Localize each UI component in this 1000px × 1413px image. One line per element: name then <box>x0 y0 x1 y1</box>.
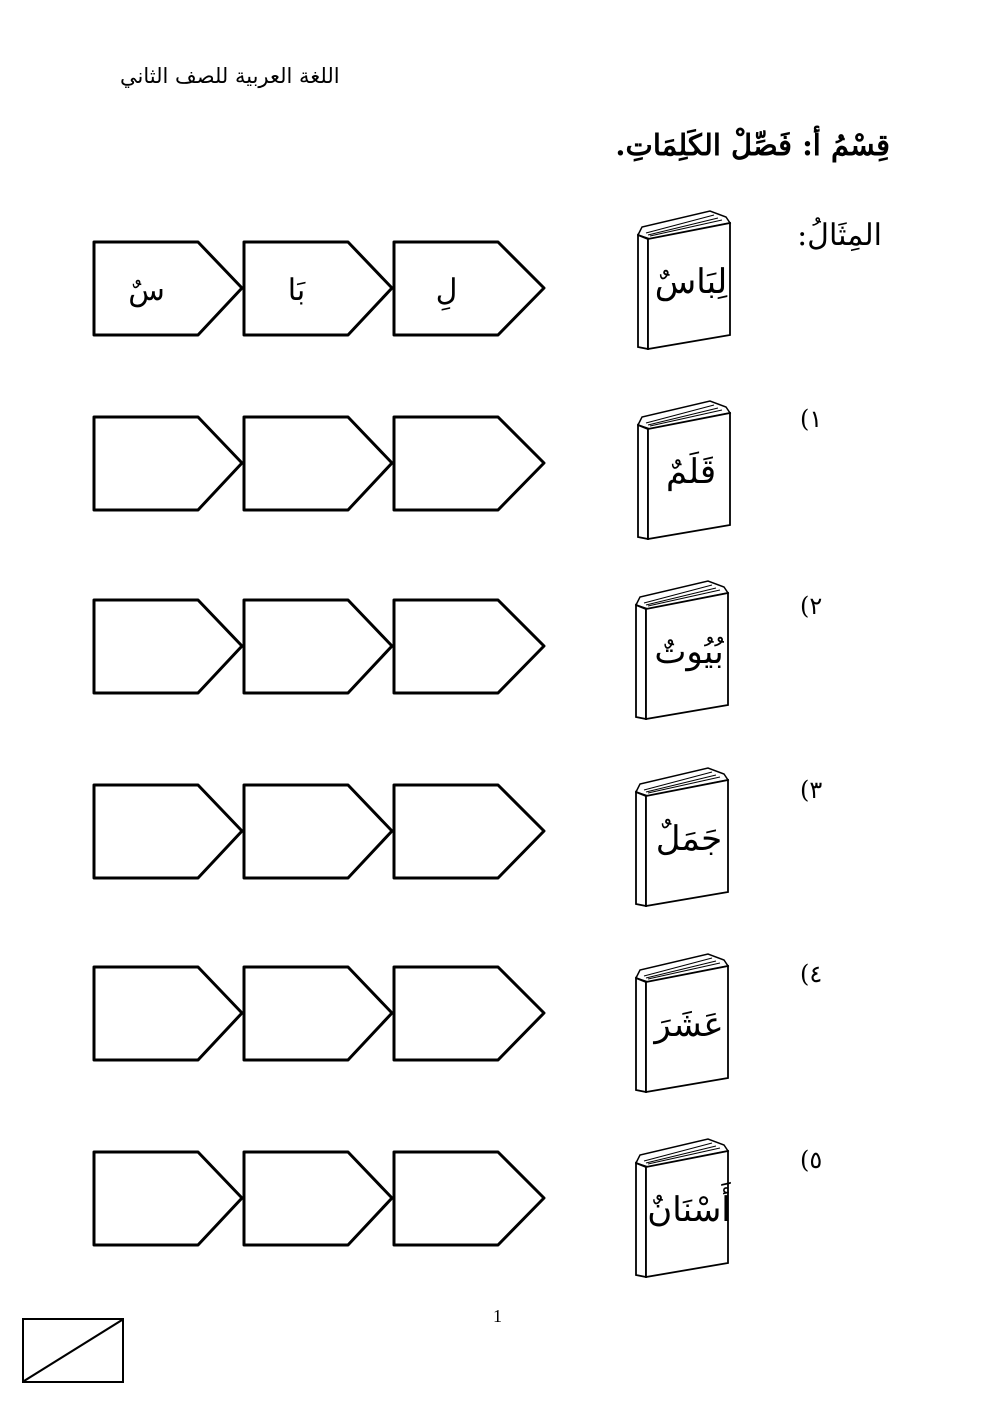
question-number-1: ١) <box>800 405 823 433</box>
book-icon <box>636 400 732 540</box>
question-word-4: عَشَرَ <box>654 1005 724 1045</box>
example-syllable-3: سٌ <box>128 272 165 308</box>
answer-box-1-2[interactable] <box>244 415 349 515</box>
answer-box-5-3[interactable] <box>94 1150 199 1250</box>
question-number-4: ٤) <box>800 960 823 988</box>
answer-box-5-1[interactable] <box>394 1150 499 1250</box>
answer-chain-1 <box>92 415 552 515</box>
example-syllable-1: لِ <box>435 272 458 308</box>
diagonal-box-shape <box>22 1318 124 1383</box>
answer-box-2-2[interactable] <box>244 598 349 698</box>
score-box <box>22 1318 124 1383</box>
question-book-1: قَلَمٌ <box>630 395 740 540</box>
pentagon-chain-shapes <box>92 415 546 512</box>
question-book-2: بُيُوتٌ <box>628 575 738 720</box>
question-book-3: جَمَلٌ <box>628 762 738 907</box>
book-icon <box>634 767 730 907</box>
question-word-2: بُيُوتٌ <box>654 632 724 672</box>
question-number-5: ٥) <box>800 1146 823 1174</box>
pentagon-chain-shapes <box>92 240 546 337</box>
answer-box-3-3[interactable] <box>94 783 199 883</box>
book-icon <box>636 210 732 350</box>
question-word-1: قَلَمٌ <box>665 452 717 492</box>
example-book: لِبَاسٌ <box>630 205 740 350</box>
example-word: لِبَاسٌ <box>654 262 728 302</box>
question-book-5: أَسْنَانٌ <box>628 1133 738 1278</box>
book-icon <box>634 953 730 1093</box>
page-number: 1 <box>493 1306 502 1326</box>
answer-box-4-1[interactable] <box>394 965 499 1065</box>
example-syllable-2: بَا <box>287 272 306 308</box>
answer-box-5-2[interactable] <box>244 1150 349 1250</box>
answer-box-4-3[interactable] <box>94 965 199 1065</box>
answer-chain-5 <box>92 1150 552 1250</box>
pentagon-chain-shapes <box>92 598 546 695</box>
question-word-3: جَمَلٌ <box>655 819 723 859</box>
answer-box-3-1[interactable] <box>394 783 499 883</box>
book-icon <box>634 1138 730 1278</box>
pentagon-chain-shapes <box>92 1150 546 1247</box>
section-title: قِسْمُ أ: فَصِّلْ الكَلِمَاتِ. <box>615 128 890 162</box>
answer-box-1-1[interactable] <box>394 415 499 515</box>
pentagon-chain-shapes <box>92 965 546 1062</box>
answer-box-2-1[interactable] <box>394 598 499 698</box>
example-syllable-chain: سٌ بَا لِ <box>92 240 552 340</box>
subject-header: اللغة العربية للصف الثاني <box>120 64 340 88</box>
example-label: المِثَالُ: <box>797 218 882 253</box>
book-icon <box>634 580 730 720</box>
pentagon-chain-shapes <box>92 783 546 880</box>
answer-box-2-3[interactable] <box>94 598 199 698</box>
answer-box-3-2[interactable] <box>244 783 349 883</box>
question-word-5: أَسْنَانٌ <box>647 1190 731 1230</box>
answer-chain-4 <box>92 965 552 1065</box>
question-number-2: ٢) <box>800 592 823 620</box>
question-number-3: ٣) <box>800 776 823 804</box>
answer-chain-3 <box>92 783 552 883</box>
answer-box-1-3[interactable] <box>94 415 199 515</box>
answer-chain-2 <box>92 598 552 698</box>
question-book-4: عَشَرَ <box>628 948 738 1093</box>
answer-box-4-2[interactable] <box>244 965 349 1065</box>
